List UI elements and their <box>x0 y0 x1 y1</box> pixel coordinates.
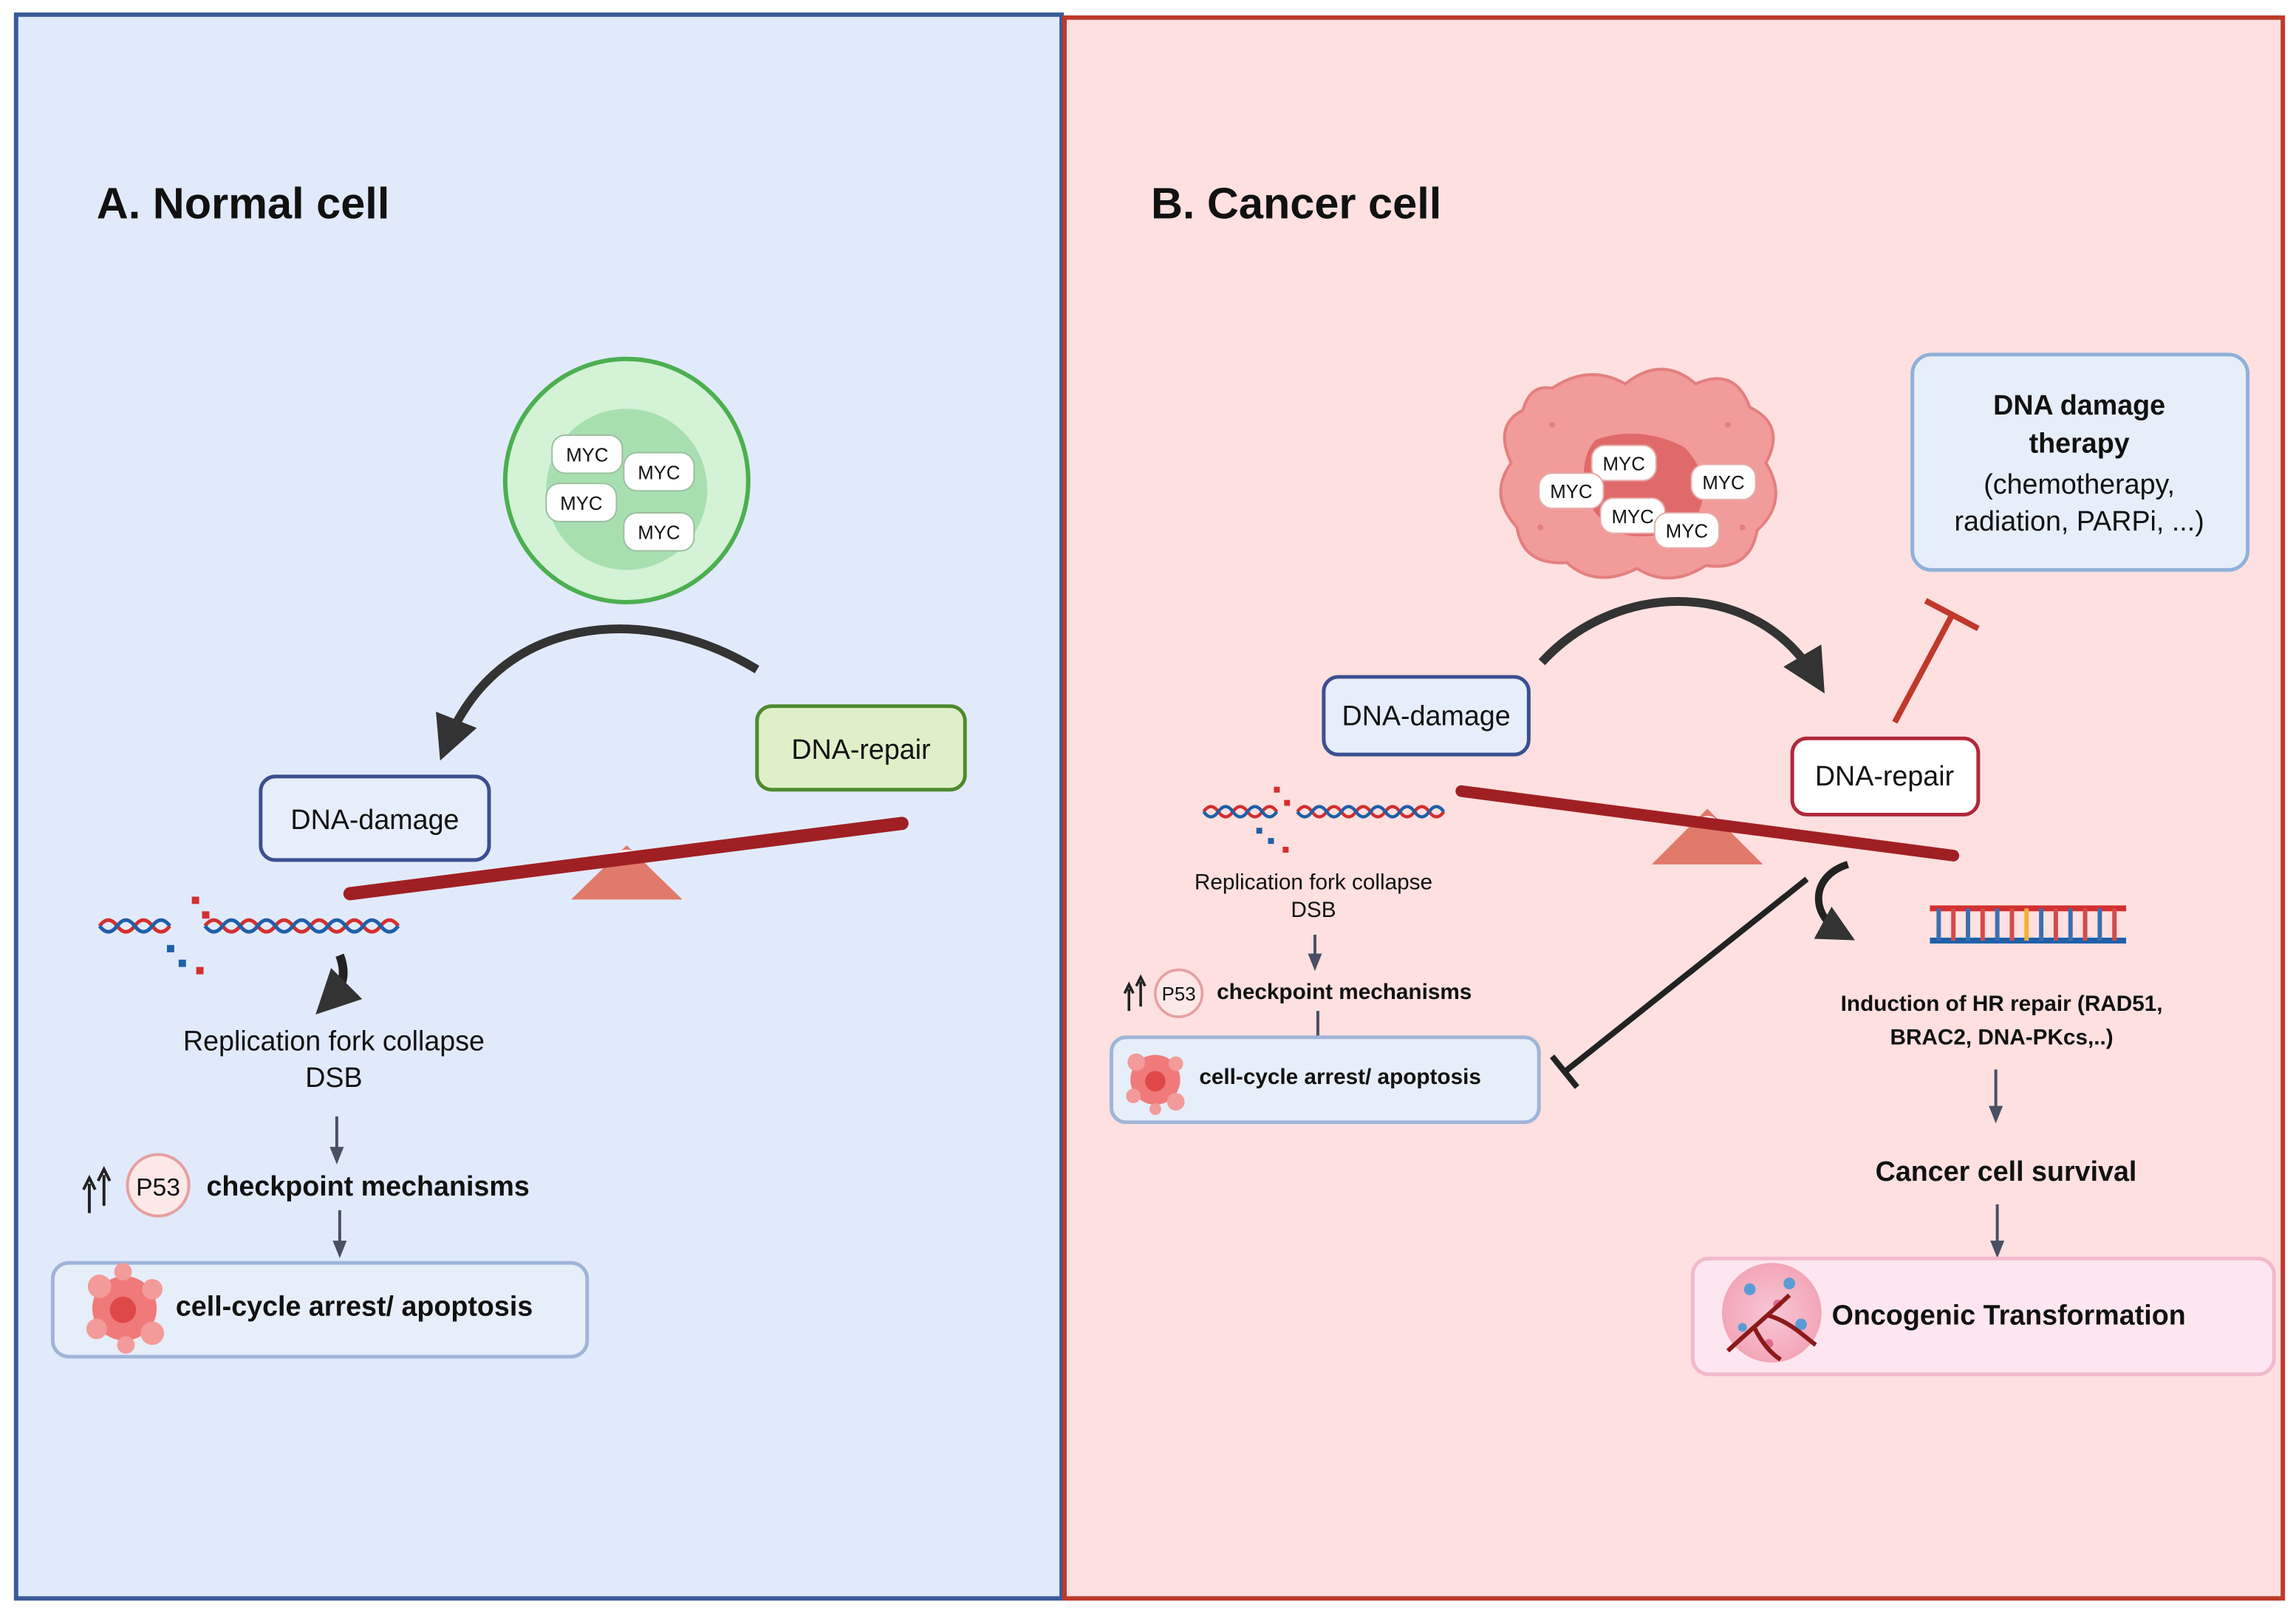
seesaw <box>343 816 909 901</box>
transformation-label: Oncogenic Transformation <box>1832 1299 2186 1330</box>
myc-protein-icon: MYC <box>1599 497 1666 534</box>
apoptotic-cell-icon <box>1126 1053 1185 1115</box>
panel-a-background <box>13 12 1065 1601</box>
fulcrum <box>571 845 683 900</box>
oncogenic-transformation-box: Oncogenic Transformation <box>1690 1256 2276 1377</box>
dna-repair-box: DNA-repair <box>755 704 967 792</box>
up-arrows-icon <box>1123 974 1147 1012</box>
dna-damage-box: DNA-damage <box>1322 675 1531 757</box>
myc-protein-icon: MYC <box>1653 511 1721 549</box>
cell-cycle-arrest-box: cell-cycle arrest/ apoptosis <box>50 1261 590 1359</box>
myc-label: MYC <box>1611 507 1653 528</box>
therapy-title-line1: DNA damage <box>1993 389 2165 420</box>
repair-inhibits-therapy <box>1892 598 1980 724</box>
therapy-desc-line1: (chemotherapy, <box>1984 468 2175 500</box>
seesaw-bar <box>1455 785 1960 862</box>
checkpoint-label: checkpoint mechanisms <box>206 1170 529 1201</box>
apoptotic-cell-icon <box>86 1263 164 1354</box>
outcome-label: cell-cycle arrest/ apoptosis <box>1199 1065 1481 1089</box>
p53-badge: P53 <box>126 1153 191 1218</box>
dna-helix-icon <box>1202 786 1446 853</box>
myc-protein-icon: MYC <box>1538 472 1605 510</box>
up-arrows-icon <box>82 1165 112 1213</box>
myc-label: MYC <box>638 463 680 483</box>
dna-damage-label: DNA-damage <box>1342 700 1511 731</box>
tumor-vessel-icon <box>1722 1263 1822 1363</box>
cell-cycle-arrest-box: cell-cycle arrest/ apoptosis <box>1109 1035 1541 1125</box>
survival-label: Cancer cell survival <box>1876 1156 2137 1187</box>
repaired-dna-icon <box>1930 905 2127 944</box>
dsb-label: DSB <box>305 1062 362 1093</box>
dna-damage-label: DNA-damage <box>290 804 459 835</box>
curved-arrow-to-damage <box>436 624 759 761</box>
cancer-cell: MYC MYC MYC MYC MYC <box>1499 367 1777 580</box>
checkpoint-label: checkpoint mechanisms <box>1217 980 1472 1004</box>
panel-b-title: B. Cancer cell <box>1151 178 1441 228</box>
normal-cell: MYC MYC MYC MYC <box>502 356 751 604</box>
hr-inhibits-apoptosis <box>1549 876 1809 1089</box>
fulcrum <box>1651 808 1763 865</box>
myc-protein-icon: MYC <box>623 451 695 492</box>
myc-protein-icon: MYC <box>551 434 623 474</box>
arrow-to-hr-induction <box>1814 861 1855 941</box>
p53-label: P53 <box>136 1173 180 1201</box>
arrow-to-fork-collapse <box>315 953 363 1015</box>
dna-damage-therapy-box: DNA damage therapy (chemotherapy, radiat… <box>1910 352 2250 572</box>
myc-protein-icon: MYC <box>1690 463 1757 501</box>
panel-cancer-cell: B. Cancer cell MYC MYC MYC MYC <box>1062 15 2286 1601</box>
dna-helix-icon <box>98 896 400 975</box>
therapy-title-line2: therapy <box>2029 428 2130 459</box>
panel-a-title: A. Normal cell <box>97 178 390 228</box>
dna-damage-box: DNA-damage <box>259 774 491 862</box>
dna-repair-box: DNA-repair <box>1790 736 1981 816</box>
p53-badge: P53 <box>1154 968 1204 1018</box>
hr-induction-line2: BRAC2, DNA-PKcs,..) <box>1890 1026 2114 1050</box>
myc-protein-icon: MYC <box>623 511 695 552</box>
panel-normal-cell: A. Normal cell MYC MYC MYC MYC <box>13 12 1065 1601</box>
myc-label: MYC <box>1666 522 1708 542</box>
outcome-label: cell-cycle arrest/ apoptosis <box>176 1291 533 1322</box>
dna-repair-label: DNA-repair <box>1815 760 1954 791</box>
myc-label: MYC <box>638 523 680 544</box>
curved-arrow-to-repair <box>1538 597 1825 694</box>
myc-protein-icon: MYC <box>1591 444 1657 482</box>
myc-protein-icon: MYC <box>545 483 618 522</box>
fork-collapse-label: Replication fork collapse <box>1195 870 1432 895</box>
dsb-label: DSB <box>1291 898 1336 922</box>
myc-label: MYC <box>1550 482 1592 502</box>
myc-label: MYC <box>560 494 602 514</box>
therapy-desc-line2: radiation, PARPi, ...) <box>1954 505 2204 536</box>
myc-label: MYC <box>1603 454 1645 474</box>
seesaw <box>1455 785 1960 865</box>
hr-induction-line1: Induction of HR repair (RAD51, <box>1841 992 2163 1016</box>
seesaw-bar <box>343 816 909 901</box>
myc-label: MYC <box>566 446 608 466</box>
p53-label: P53 <box>1162 984 1196 1005</box>
fork-collapse-label: Replication fork collapse <box>183 1026 485 1057</box>
dna-repair-label: DNA-repair <box>791 734 930 765</box>
myc-label: MYC <box>1702 473 1744 494</box>
